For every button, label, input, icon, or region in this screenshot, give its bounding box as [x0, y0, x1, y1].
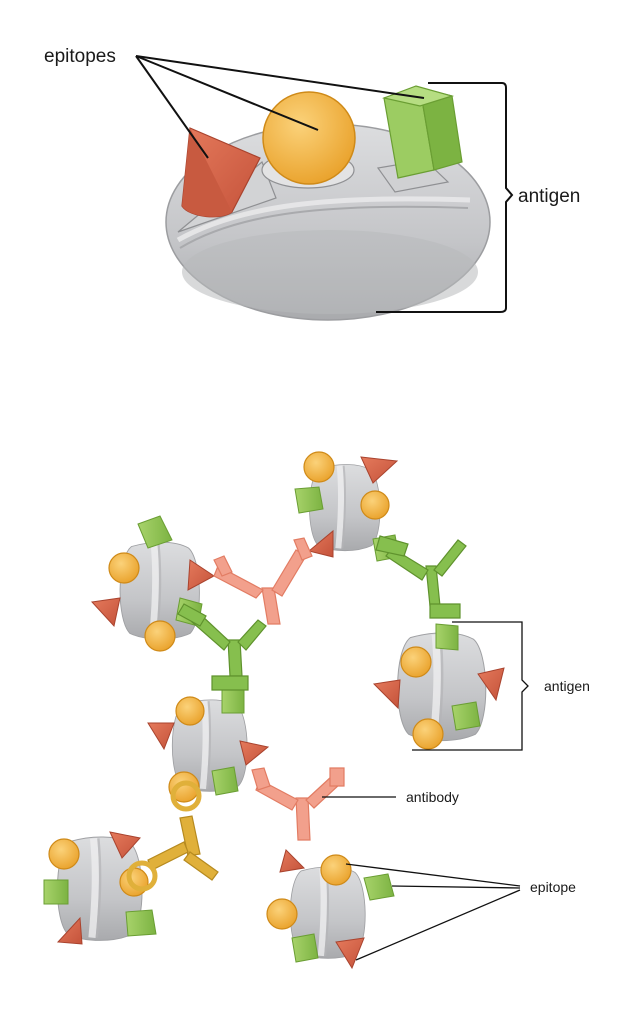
antigen-label-top: antigen — [518, 186, 580, 207]
orange-epitope — [267, 899, 297, 929]
orange-epitope — [176, 697, 204, 725]
green-epitope — [295, 487, 323, 513]
antibody-pink-lower — [252, 768, 344, 840]
epitope-label: epitope — [530, 879, 576, 895]
orange-epitope — [109, 553, 139, 583]
red-epitope — [280, 850, 304, 872]
orange-epitope — [304, 452, 334, 482]
orange-epitope — [401, 647, 431, 677]
orange-epitope — [145, 621, 175, 651]
antibody-green-upper — [376, 536, 466, 618]
orange-epitope — [321, 855, 351, 885]
green-epitope — [436, 624, 458, 650]
green-epitope — [292, 934, 318, 962]
green-epitope — [212, 767, 238, 795]
antigen-particle — [148, 689, 268, 802]
antibody-pink-upper — [214, 538, 312, 624]
orange-epitope — [120, 868, 148, 896]
green-epitope — [44, 880, 68, 904]
orange-epitope — [49, 839, 79, 869]
red-epitope — [374, 680, 400, 708]
green-epitope — [126, 910, 156, 936]
antigen-particle — [374, 624, 504, 749]
orange-epitope — [413, 719, 443, 749]
green-epitope — [452, 702, 480, 730]
orange-sphere-epitope — [263, 92, 355, 184]
red-epitope — [92, 598, 120, 626]
orange-epitope — [361, 491, 389, 519]
top-antigen — [166, 86, 490, 320]
green-block-epitope — [384, 86, 462, 178]
green-epitope — [364, 874, 394, 900]
antigen-particle — [92, 516, 214, 651]
antibody-label: antibody — [406, 789, 459, 805]
antibody-green-middle — [178, 604, 266, 690]
green-epitope — [222, 689, 244, 713]
red-epitope — [148, 723, 174, 749]
epitopes-label: epitopes — [44, 46, 116, 67]
antigen-label-bottom: antigen — [544, 678, 590, 694]
red-epitope — [188, 560, 214, 590]
